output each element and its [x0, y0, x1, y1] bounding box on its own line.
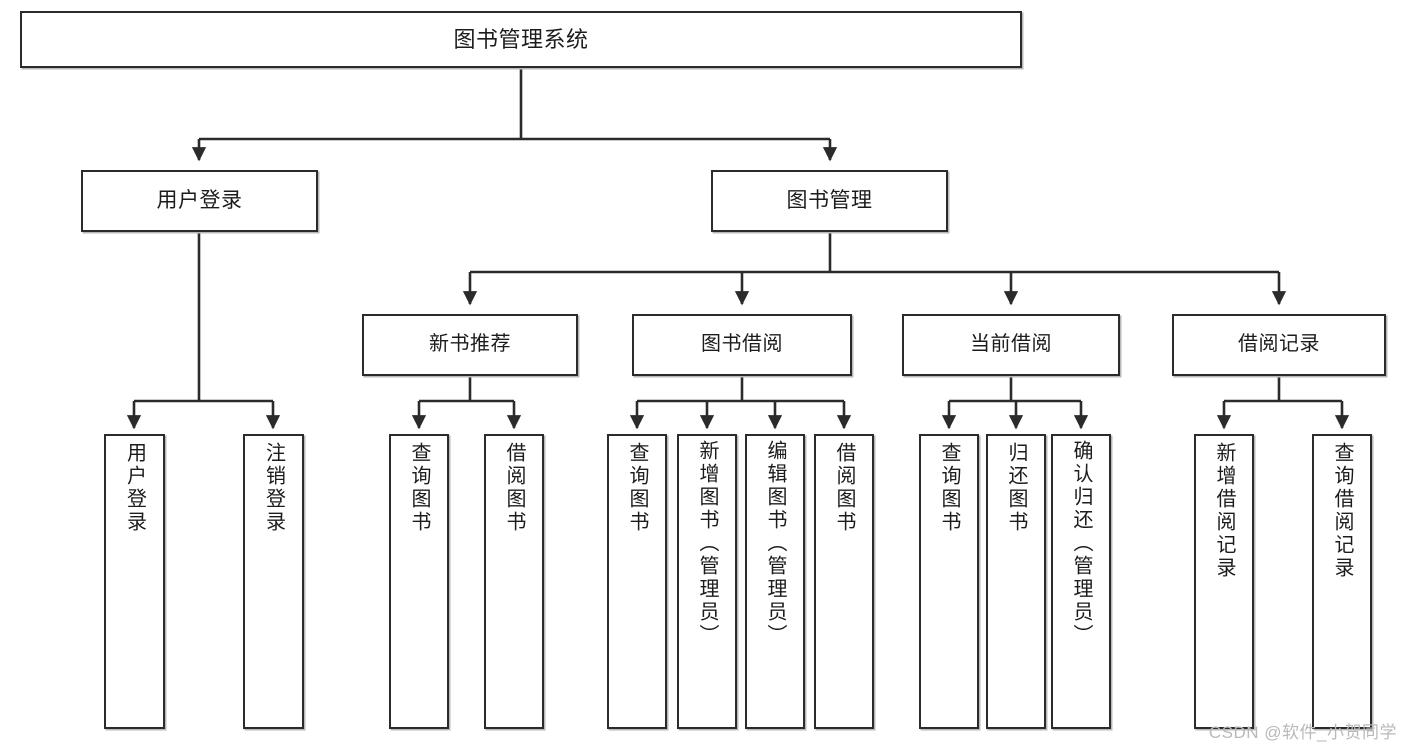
node-leaf-query-book-1[interactable]: 查询图书	[389, 434, 449, 729]
node-label: 注销登录	[262, 442, 285, 534]
node-label: 借阅图书	[503, 442, 525, 534]
node-label: 借阅图书	[833, 442, 855, 534]
node-leaf-query-book-3[interactable]: 查询图书	[919, 434, 979, 729]
node-label: 查询图书	[938, 442, 960, 534]
node-label: 新书推荐	[429, 333, 511, 356]
csdn-watermark: CSDN @软件_小贺同学	[1208, 723, 1397, 742]
node-label: 用户登录	[123, 442, 146, 534]
node-label: 查询图书	[626, 442, 648, 534]
node-label: 借阅记录	[1238, 333, 1320, 356]
node-leaf-logout[interactable]: 注销登录	[243, 434, 304, 729]
node-leaf-user-login[interactable]: 用户登录	[104, 434, 165, 729]
node-label: 用户登录	[156, 188, 243, 212]
node-leaf-confirm-return-admin[interactable]: 确认归还（管理员）	[1051, 434, 1111, 729]
node-leaf-borrow-book-2[interactable]: 借阅图书	[814, 434, 874, 729]
node-label: 新增图书（管理员）	[696, 440, 718, 647]
node-label: 归还图书	[1005, 442, 1027, 534]
node-label: 图书借阅	[701, 333, 783, 356]
node-leaf-borrow-book-1[interactable]: 借阅图书	[484, 434, 544, 729]
node-label: 当前借阅	[970, 333, 1052, 356]
node-leaf-return-book[interactable]: 归还图书	[986, 434, 1046, 729]
node-leaf-edit-book-admin[interactable]: 编辑图书（管理员）	[745, 434, 805, 729]
node-leaf-query-book-2[interactable]: 查询图书	[607, 434, 667, 729]
node-book-management[interactable]: 图书管理	[711, 170, 948, 232]
node-leaf-add-borrow-record[interactable]: 新增借阅记录	[1194, 434, 1254, 729]
node-new-book-recommend[interactable]: 新书推荐	[362, 314, 578, 376]
node-label: 确认归还（管理员）	[1070, 440, 1092, 647]
node-book-borrow[interactable]: 图书借阅	[632, 314, 852, 376]
node-leaf-add-book-admin[interactable]: 新增图书（管理员）	[677, 434, 737, 729]
node-current-borrow[interactable]: 当前借阅	[902, 314, 1120, 376]
node-label: 图书管理系统	[453, 26, 589, 52]
node-label: 查询图书	[408, 442, 430, 534]
node-label: 编辑图书（管理员）	[764, 440, 786, 647]
node-user-login[interactable]: 用户登录	[81, 170, 318, 232]
node-label: 查询借阅记录	[1331, 442, 1353, 580]
node-root-system[interactable]: 图书管理系统	[20, 11, 1022, 68]
node-label: 新增借阅记录	[1213, 442, 1235, 580]
node-leaf-query-borrow-record[interactable]: 查询借阅记录	[1312, 434, 1372, 729]
node-label: 图书管理	[786, 188, 873, 212]
node-borrow-record[interactable]: 借阅记录	[1172, 314, 1386, 376]
